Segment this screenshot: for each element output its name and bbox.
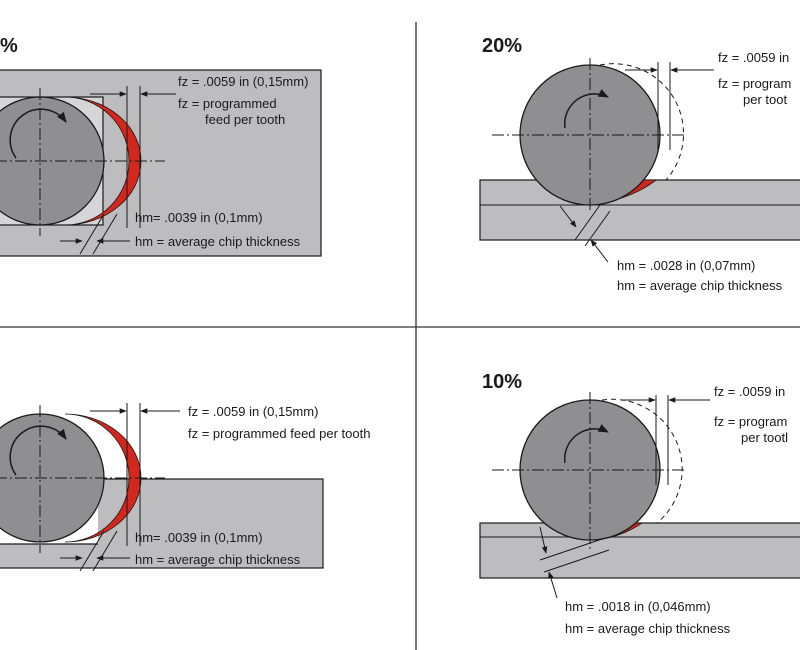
- rotation-arrow: [9, 108, 67, 159]
- feed-arc: [601, 398, 683, 524]
- hm-desc-label: hm = average chip thickness: [135, 234, 301, 249]
- hm-desc-label: hm = average chip thickness: [565, 621, 731, 636]
- fz-desc-line-2: per tootl: [741, 430, 788, 445]
- hm-arrow-left: [559, 205, 577, 228]
- workpiece: [479, 522, 800, 579]
- panel-bottom-left: fz = .0059 in (0,15mm) fz = programmed f…: [0, 403, 370, 572]
- fz-desc-line-2: feed per tooth: [205, 112, 285, 127]
- hm-value-label: hm = .0018 in (0,046mm): [565, 599, 711, 614]
- hm-extension-2: [584, 210, 611, 247]
- hm-extension-2: [92, 530, 118, 572]
- hm-desc-label: hm = average chip thickness: [135, 552, 301, 567]
- hm-value-label: hm= .0039 in (0,1mm): [135, 530, 263, 545]
- hm-extension-1: [79, 530, 105, 572]
- fz-desc-line-1: fz = program: [714, 414, 787, 429]
- hm-value-label: hm = .0028 in (0,07mm): [617, 258, 755, 273]
- rotation-arrow: [563, 424, 609, 464]
- hm-arrow-right: [548, 571, 558, 599]
- hm-extension-1: [539, 537, 606, 561]
- rotation-arrow: [9, 425, 67, 476]
- fz-desc-line-1: fz = programmed: [178, 96, 277, 111]
- rotation-arrow: [563, 89, 609, 129]
- hm-extension-2: [543, 549, 610, 573]
- fz-value-label: fz = .0059 in: [714, 384, 785, 399]
- hm-value-label: hm= .0039 in (0,1mm): [135, 210, 263, 225]
- percent-label: 10%: [482, 371, 522, 393]
- panel-bottom-right: 10% fz = .0059 in fz = program per tootl…: [479, 371, 800, 636]
- chip: [64, 96, 142, 226]
- fz-desc-label: fz = programmed feed per tooth: [188, 426, 370, 441]
- hm-desc-label: hm = average chip thickness: [617, 278, 783, 293]
- hm-arrow-left: [539, 526, 548, 554]
- fz-value-label: fz = .0059 in (0,15mm): [178, 74, 308, 89]
- chip: [64, 413, 142, 543]
- panel-top-left: % fz = .0059 in (0,15mm) fz = programmed…: [0, 35, 322, 257]
- fz-value-label: fz = .0059 in: [718, 50, 789, 65]
- fz-desc-line-2: per toot: [743, 92, 787, 107]
- hm-extension-1: [79, 213, 105, 255]
- hm-arrow-right: [590, 239, 609, 263]
- hm-extension-1: [574, 204, 601, 241]
- percent-label: %: [0, 35, 18, 57]
- fz-value-label: fz = .0059 in (0,15mm): [188, 404, 318, 419]
- panel-top-right: 20% fz = .0059 in fz = program per toot …: [479, 35, 800, 293]
- fz-desc-line-1: fz = program: [718, 76, 791, 91]
- hm-extension-2: [92, 213, 118, 255]
- percent-label: 20%: [482, 35, 522, 57]
